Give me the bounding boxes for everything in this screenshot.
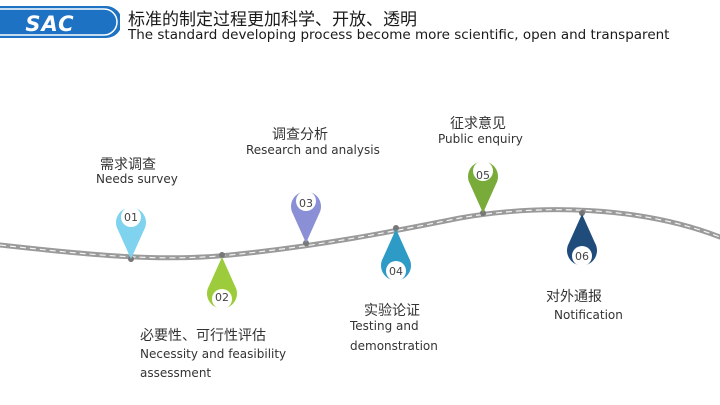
step-02-number: 02: [215, 291, 229, 304]
step-04-desc-line2: demonstration: [350, 339, 438, 353]
step-04-pin: [381, 229, 411, 281]
page-title: 标准的制定过程更加科学、开放、透明: [128, 10, 417, 30]
step-01-desc: Needs survey: [96, 172, 178, 186]
step-05-desc: Public enquiry: [438, 132, 523, 146]
step-04-desc-line1: Testing and: [350, 319, 419, 333]
step-06-pin: [567, 214, 597, 266]
page-subtitle: The standard developing process become m…: [128, 27, 670, 43]
step-03-number: 03: [299, 197, 313, 210]
logo-text: SAC: [25, 12, 74, 36]
step-03-desc: Research and analysis: [246, 143, 380, 157]
step-03-title: 调查分析: [272, 127, 328, 143]
step-04-number: 04: [389, 265, 403, 278]
sac-logo: SAC: [0, 6, 120, 38]
step-02-pin: [207, 257, 237, 309]
step-02-desc-line2: assessment: [140, 366, 212, 380]
step-01-title: 需求调查: [100, 157, 156, 173]
step-05-title: 征求意见: [450, 116, 506, 132]
step-06-title: 对外通报: [546, 289, 602, 305]
step-04-title: 实验论证: [364, 303, 420, 319]
step-06-desc: Notification: [554, 308, 623, 322]
step-02-desc-line1: Necessity and feasibility: [140, 347, 287, 361]
step-01-pin: [116, 207, 146, 259]
step-06-number: 06: [575, 250, 589, 263]
step-02-title: 必要性、可行性评估: [140, 328, 266, 344]
step-01-number: 01: [124, 211, 138, 224]
step-05-number: 05: [476, 169, 490, 182]
step-03-pin: [291, 191, 321, 243]
step-05-pin: [468, 161, 498, 213]
